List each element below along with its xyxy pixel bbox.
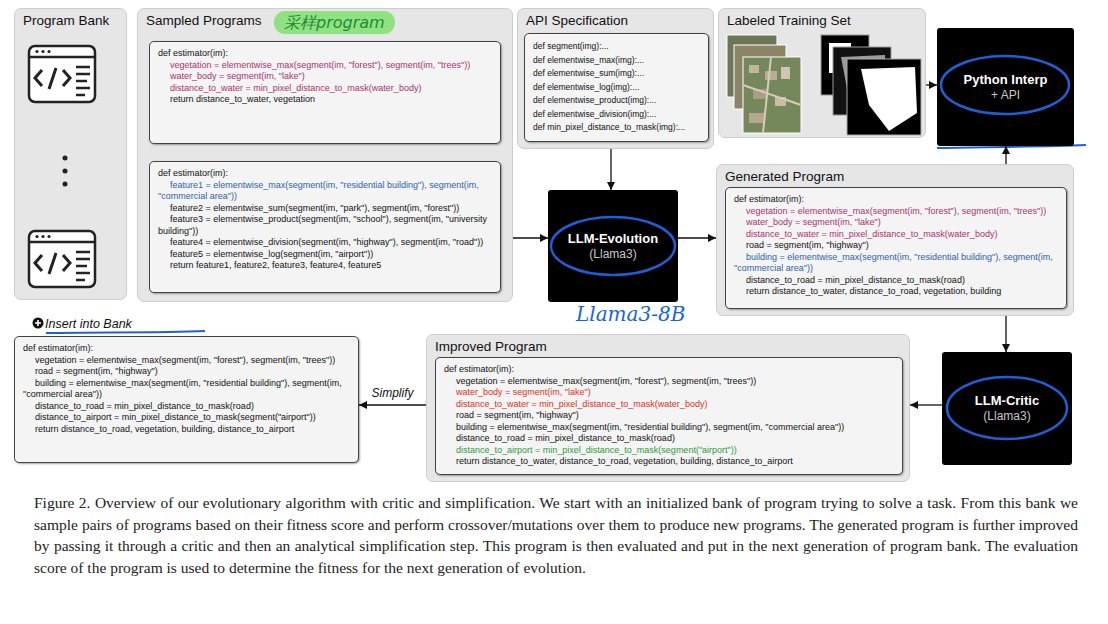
code-line: return feature1, feature2, feature3, fea… [158,260,492,272]
box-title: LLM-Evolution [568,231,658,247]
code-line: def elementwise_product(img):... [533,94,700,108]
hand-circle [937,28,1074,146]
code-line: def estimator(im): [444,364,894,376]
hand-circle [942,352,1072,465]
code-line: distance_to_water = min_pixel_distance_t… [734,229,1058,241]
code-line: return distance_to_water, distance_to_ro… [444,456,894,468]
code-line: def estimator(im): [734,194,1058,206]
panel-heading: Labeled Training Set [719,9,925,29]
code-line: def elementwise_log(img):... [533,81,700,95]
box-title: LLM-Critic [975,393,1039,409]
code-line: vegetation = elementwise_max(segment(im,… [158,60,492,72]
code-box: def estimator(im):vegetation = elementwi… [725,187,1067,309]
connector-arrow [926,84,937,85]
training-images [719,9,927,139]
box-subtitle: (Llama3) [589,247,636,262]
connector-arrow [1005,316,1006,352]
llm-box: LLM-Evolution(Llama3) [548,190,678,302]
sampled-programs-panel: Sampled Programsdef estimator(im):vegeta… [137,8,513,302]
code-line: road = segment(im, "highway") [734,240,1058,252]
code-line: distance_to_water = min_pixel_distance_t… [158,83,492,95]
connector-arrow [359,404,426,405]
code-line: return distance_to_water, distance_to_ro… [734,286,1058,298]
panel-heading: Program Bank [15,9,126,29]
code-line: feature4 = elementwise_division(segment(… [158,237,492,249]
code-line: road = segment(im, "highway") [444,410,894,422]
code-line: building = elementwise_max(segment(im, "… [23,378,350,401]
code-line: vegetation = elementwise_max(segment(im,… [444,376,894,388]
edge-label: Simplify [369,386,415,400]
code-box: def estimator(im):vegetation = elementwi… [435,357,903,475]
code-line: distance_to_road = min_pixel_distance_to… [734,275,1058,287]
code-line: vegetation = elementwise_max(segment(im,… [23,355,350,367]
code-line: distance_to_water = min_pixel_distance_t… [444,399,894,411]
code-line: distance_to_road = min_pixel_distance_to… [23,401,350,413]
code-box: Insert into Bankdef estimator(im):vegeta… [14,336,359,463]
code-line: def elementwise_division(img):... [533,108,700,122]
code-line: distance_to_road = min_pixel_distance_to… [444,433,894,445]
api-panel: API Specificationdef segment(img):...def… [517,8,714,149]
connector-arrow [513,237,548,238]
program-bank-panel: Program Bank [14,8,127,300]
box-title: Python Interp [964,72,1048,88]
code-line: def min_pixel_distance_to_mask(img):... [533,121,700,135]
plus-icon [33,318,44,329]
code-line: feature1 = elementwise_max(segment(im, "… [158,180,492,203]
box-subtitle: (Llama3) [983,409,1030,424]
dataset-panel: Labeled Training Set [718,8,926,138]
code-line: water_body = segment(im, "lake") [158,71,492,83]
code-box: def estimator(im):feature1 = elementwise… [149,161,501,293]
code-line: distance_to_airport = min_pixel_distance… [444,445,894,457]
hand-underline [46,331,205,333]
connector-arrow [1005,146,1006,164]
hand-circle [548,190,678,302]
handwritten-note: Llama3-8B [576,302,685,326]
code-line: def segment(img):... [533,40,700,54]
code-line: feature5 = elementwise_log(segment(im, "… [158,249,492,261]
code-line: def elementwise_max(img):... [533,54,700,68]
panel-heading: Generated Program [717,165,1073,185]
connector-arrow [678,237,716,238]
code-line: def elementwise_sum(img):... [533,67,700,81]
code-box: def estimator(im):vegetation = elementwi… [149,41,501,144]
code-line: building = elementwise_max(segment(im, "… [734,252,1058,275]
generated-program-panel: Generated Programdef estimator(im):veget… [716,164,1074,316]
connector-arrow [910,404,942,405]
handwritten-note: 采样program [274,11,395,34]
code-box: def segment(img):...def elementwise_max(… [524,33,709,142]
connector-arrow [610,149,611,190]
code-line: road = segment(im, "highway") [23,366,350,378]
code-line: water_body = segment(im, "lake") [444,387,894,399]
code-line: vegetation = elementwise_max(segment(im,… [734,206,1058,218]
action-heading: Insert into Bank [45,317,350,331]
box-subtitle: + API [991,88,1020,103]
panel-heading: Improved Program [427,335,909,355]
plus-icon [35,320,41,326]
code-icons [15,9,128,301]
code-line: water_body = segment(im, "lake") [734,217,1058,229]
code-line: def estimator(im): [158,48,492,60]
code-line: def estimator(im): [158,168,492,180]
panel-heading: API Specification [518,9,713,29]
code-line: def estimator(im): [23,343,350,355]
code-line: return distance_to_water, vegetation [158,94,492,106]
figure-caption: Figure 2. Overview of our evolutionary a… [34,492,1078,578]
code-line: feature3 = elementwise_product(segment(i… [158,214,492,237]
code-line: feature2 = elementwise_sum(segment(im, "… [158,203,492,215]
code-line: building = elementwise_max(segment(im, "… [444,422,894,434]
interpreter-box: Python Interp+ API [937,28,1074,146]
code-line: distance_to_airport = min_pixel_distance… [23,412,350,424]
improved-program-panel: Improved Programdef estimator(im):vegeta… [426,334,910,482]
code-line: return distance_to_road, vegetation, bui… [23,424,350,436]
llm-box: LLM-Critic(Llama3) [942,352,1072,465]
